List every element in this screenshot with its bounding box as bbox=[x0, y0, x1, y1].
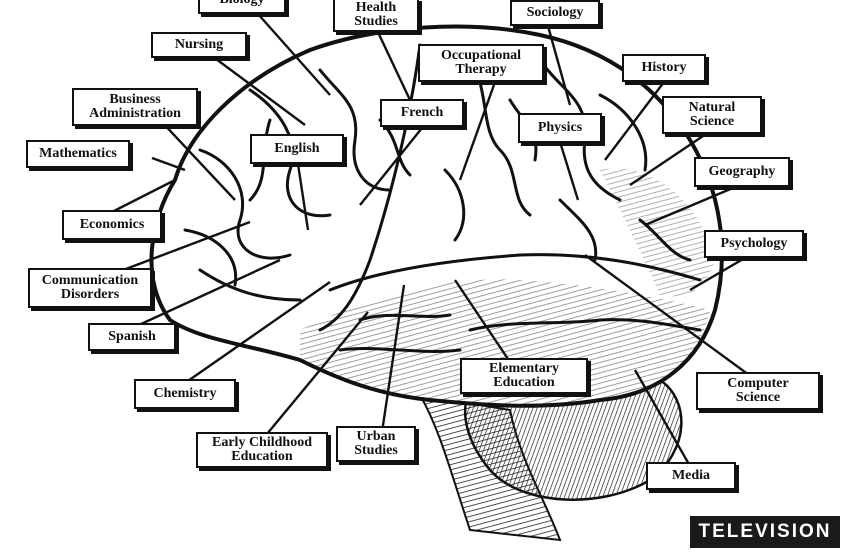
label-nursing: Nursing bbox=[151, 32, 247, 58]
label-physics: Physics bbox=[518, 113, 602, 143]
label-communication-disorders: Communication Disorders bbox=[28, 268, 152, 308]
label-biology: Biology bbox=[198, 0, 286, 14]
label-french: French bbox=[380, 99, 464, 127]
label-geography: Geography bbox=[694, 157, 790, 187]
label-economics: Economics bbox=[62, 210, 162, 240]
label-english: English bbox=[250, 134, 344, 164]
label-health-studies: Health Studies bbox=[333, 0, 419, 32]
television-badge: TELEVISION bbox=[690, 516, 840, 548]
label-chemistry: Chemistry bbox=[134, 379, 236, 409]
label-business-administration: Business Administration bbox=[72, 88, 198, 126]
temporal-shading bbox=[300, 279, 710, 406]
label-mathematics: Mathematics bbox=[26, 140, 130, 168]
label-elementary-education: Elementary Education bbox=[460, 358, 588, 394]
label-computer-science: Computer Science bbox=[696, 372, 820, 410]
posterior-shading bbox=[600, 168, 715, 297]
label-urban-studies: Urban Studies bbox=[336, 426, 416, 462]
leader-lines bbox=[109, 13, 761, 467]
label-early-childhood-education: Early Childhood Education bbox=[196, 432, 328, 468]
label-natural-science: Natural Science bbox=[662, 96, 762, 134]
label-psychology: Psychology bbox=[704, 230, 804, 258]
label-history: History bbox=[622, 54, 706, 82]
label-occupational-therapy: Occupational Therapy bbox=[418, 44, 544, 82]
label-media: Media bbox=[646, 462, 736, 490]
label-spanish: Spanish bbox=[88, 323, 176, 351]
label-sociology: Sociology bbox=[510, 0, 600, 26]
